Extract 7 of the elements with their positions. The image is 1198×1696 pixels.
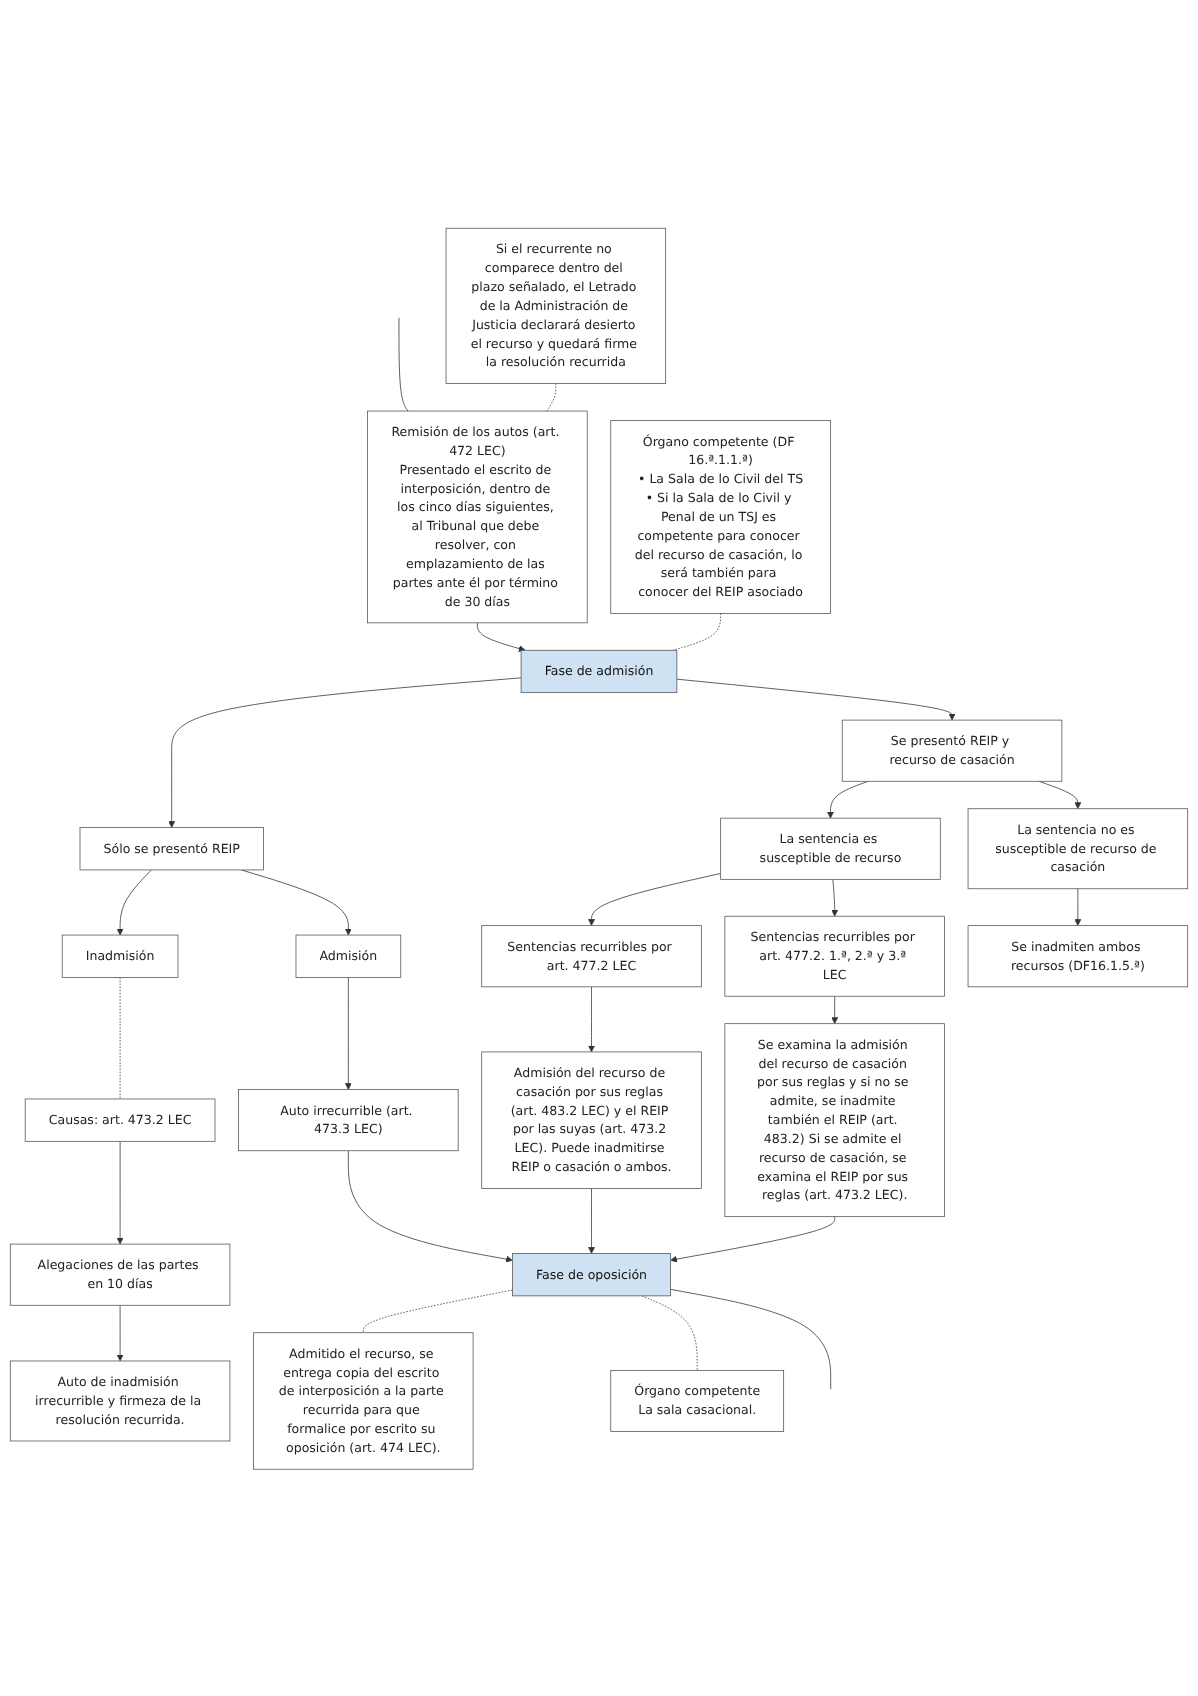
connector xyxy=(119,976,121,1099)
connector xyxy=(641,1294,698,1371)
connector xyxy=(672,612,721,650)
connector xyxy=(546,382,557,411)
connector xyxy=(398,316,409,411)
connector xyxy=(670,1288,832,1389)
connector xyxy=(362,1288,513,1333)
